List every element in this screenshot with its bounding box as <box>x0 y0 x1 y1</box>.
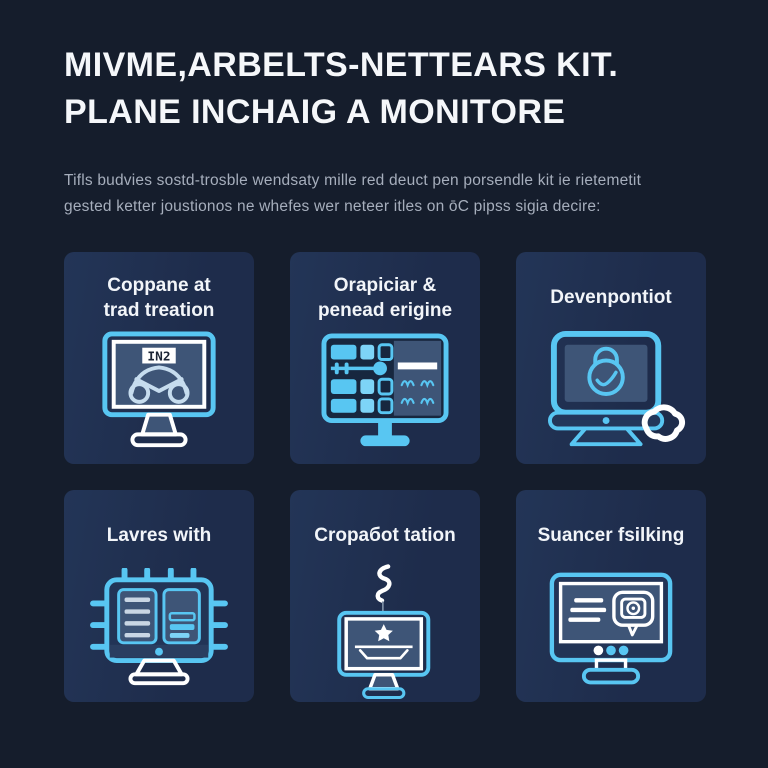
card-trad-treation: Coppane at trad treation IN2 <box>64 252 254 464</box>
car-monitor-icon: IN2 <box>102 331 216 448</box>
card-title: Lavres with <box>106 525 212 547</box>
chip-monitor-icon <box>90 568 228 686</box>
card-title: Orapiciar & penead erigine <box>317 274 453 321</box>
card-title: Devenpontiot <box>550 287 672 309</box>
chat-monitor-icon <box>549 572 673 685</box>
page-title: MIVME,ARBELTS-NETTEARS KIT. PLANE INCHAI… <box>64 42 618 136</box>
smoke-squiggle-icon <box>375 564 392 603</box>
card-devenpontiot: Devenpontiot <box>516 252 706 464</box>
card-title: Cropaбot tation <box>314 525 456 547</box>
card-lavres-with: Lavres with <box>64 490 254 702</box>
speech-bubble-icon <box>612 590 655 637</box>
card-title: Coppane at trad treation <box>103 274 215 321</box>
cloud-icon <box>641 404 686 442</box>
page-title-line1: MIVME,ARBELTS-NETTEARS KIT. <box>64 46 619 84</box>
page-subtitle: Tifls budvies sostd-trosble wendsaty mil… <box>64 172 642 216</box>
card-grid: Coppane at trad treation IN2 <box>64 252 706 702</box>
smoke-monitor-icon <box>336 564 430 700</box>
card-penead-erigine: Orapiciar & penead erigine <box>290 252 480 464</box>
page-title-line2: PLANE INCHAIG A MONITORE <box>64 92 566 131</box>
card-cropabot-tation: Cropaбot tation <box>290 490 480 702</box>
card-suancer-fsilking: Suancer fsilking <box>516 490 706 702</box>
dashboard-monitor-icon <box>321 333 449 447</box>
card-title: Suancer fsilking <box>537 525 685 547</box>
license-plate-label: IN2 <box>147 350 170 365</box>
lock-monitor-cloud-icon <box>547 330 686 447</box>
